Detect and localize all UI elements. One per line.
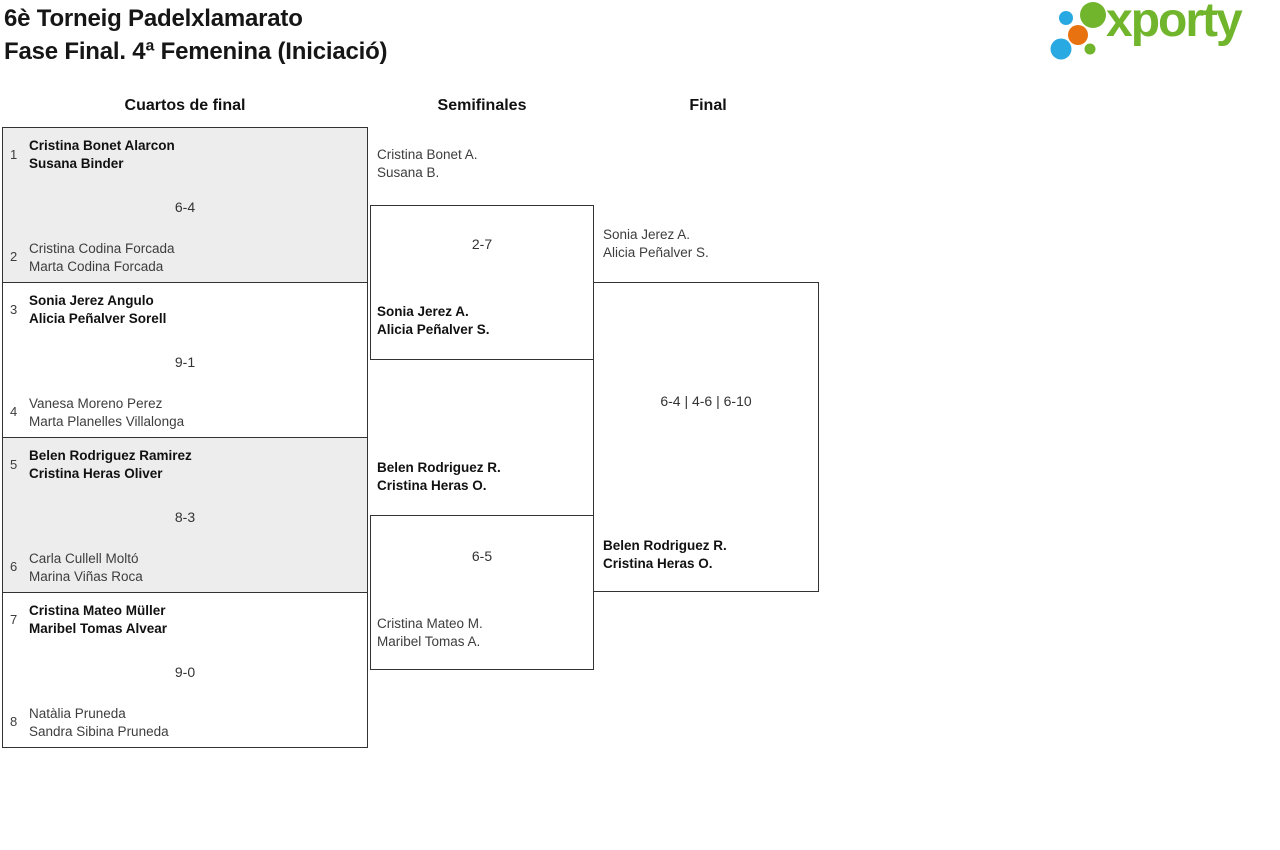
team-pair: Sonia Jerez Angulo Alicia Peñalver Sorel… — [29, 292, 166, 328]
seed-number: 3 — [10, 302, 18, 317]
team-line: Belen Rodriguez Ramirez — [29, 448, 192, 463]
round-header-semifinales: Semifinales — [437, 97, 527, 114]
team-line: Sonia Jerez Angulo — [29, 293, 154, 308]
final-match-box — [593, 282, 819, 592]
team-line: Belen Rodriguez R. — [603, 538, 727, 553]
team-line: Susana Binder — [29, 156, 124, 171]
match-score: 6-4 | 4-6 | 6-10 — [660, 393, 752, 409]
logo-wordmark: xporty — [1106, 0, 1243, 47]
team-pair: Cristina Mateo Müller Maribel Tomas Alve… — [29, 602, 167, 638]
round-header-cuartos: Cuartos de final — [124, 97, 246, 114]
team-line: Vanesa Moreno Perez — [29, 396, 163, 411]
logo-dots-icon — [1050, 2, 1106, 60]
team-pair: Cristina Bonet A. Susana B. — [377, 146, 478, 182]
team-pair: Cristina Codina Forcada Marta Codina For… — [29, 240, 175, 276]
team-line: Cristina Bonet A. — [377, 147, 478, 162]
match-score: 9-0 — [174, 664, 196, 680]
team-line: Marina Viñas Roca — [29, 569, 143, 584]
qf-match-4: 7 Cristina Mateo Müller Maribel Tomas Al… — [2, 592, 368, 748]
xporty-logo[interactable]: xporty — [1040, 0, 1280, 66]
team-line: Maribel Tomas A. — [377, 634, 481, 649]
team-line: Marta Planelles Villalonga — [29, 414, 185, 429]
team-line: Alicia Peñalver S. — [377, 322, 490, 337]
team-line: Cristina Heras O. — [603, 556, 713, 571]
team-line: Susana B. — [377, 165, 440, 180]
team-line: Carla Cullell Moltó — [29, 551, 139, 566]
seed-number: 8 — [10, 714, 18, 729]
seed-number: 1 — [10, 147, 18, 162]
sf-match-2-box — [370, 515, 594, 670]
team-pair: Belen Rodriguez R. Cristina Heras O. — [377, 459, 501, 495]
team-pair: Belen Rodriguez Ramirez Cristina Heras O… — [29, 447, 192, 483]
team-line: Belen Rodriguez R. — [377, 460, 501, 475]
match-score: 6-4 — [174, 199, 196, 215]
team-line: Alicia Peñalver S. — [603, 245, 709, 260]
qf-match-1: 1 Cristina Bonet Alarcon Susana Binder 6… — [2, 127, 368, 283]
title-line-1: 6è Torneig Padelxlamarato — [4, 5, 303, 32]
match-score: 9-1 — [174, 354, 196, 370]
team-line: Cristina Heras O. — [377, 478, 487, 493]
team-line: Cristina Mateo Müller — [29, 603, 166, 618]
team-pair: Sonia Jerez A. Alicia Peñalver S. — [603, 226, 709, 262]
team-line: Natàlia Pruneda — [29, 706, 126, 721]
page-title: 6è Torneig Padelxlamarato Fase Final. 4ª… — [4, 2, 388, 68]
qf-match-2: 3 Sonia Jerez Angulo Alicia Peñalver Sor… — [2, 282, 368, 438]
seed-number: 2 — [10, 249, 18, 264]
seed-number: 7 — [10, 612, 18, 627]
round-header-final: Final — [689, 97, 727, 114]
seed-number: 5 — [10, 457, 18, 472]
team-line: Cristina Codina Forcada — [29, 241, 175, 256]
team-pair: Belen Rodriguez R. Cristina Heras O. — [603, 537, 727, 573]
team-line: Marta Codina Forcada — [29, 259, 164, 274]
team-line: Sonia Jerez A. — [377, 304, 469, 319]
team-line: Sandra Sibina Pruneda — [29, 724, 169, 739]
seed-number: 4 — [10, 404, 18, 419]
team-line: Cristina Mateo M. — [377, 616, 483, 631]
qf-match-3: 5 Belen Rodriguez Ramirez Cristina Heras… — [2, 437, 368, 593]
seed-number: 6 — [10, 559, 18, 574]
sf-match-1-box — [370, 205, 594, 360]
team-line: Sonia Jerez A. — [603, 227, 691, 242]
team-pair: Sonia Jerez A. Alicia Peñalver S. — [377, 303, 490, 339]
match-score: 6-5 — [471, 548, 493, 564]
team-line: Cristina Bonet Alarcon — [29, 138, 175, 153]
team-line: Maribel Tomas Alvear — [29, 621, 168, 636]
team-pair: Cristina Mateo M. Maribel Tomas A. — [377, 615, 483, 651]
team-pair: Cristina Bonet Alarcon Susana Binder — [29, 137, 175, 173]
team-pair: Natàlia Pruneda Sandra Sibina Pruneda — [29, 705, 169, 741]
title-line-2: Fase Final. 4ª Femenina (Iniciació) — [4, 38, 388, 65]
team-pair: Carla Cullell Moltó Marina Viñas Roca — [29, 550, 143, 586]
team-line: Alicia Peñalver Sorell — [29, 311, 167, 326]
team-pair: Vanesa Moreno Perez Marta Planelles Vill… — [29, 395, 184, 431]
team-line: Cristina Heras Oliver — [29, 466, 163, 481]
match-score: 2-7 — [471, 236, 493, 252]
match-score: 8-3 — [174, 509, 196, 525]
